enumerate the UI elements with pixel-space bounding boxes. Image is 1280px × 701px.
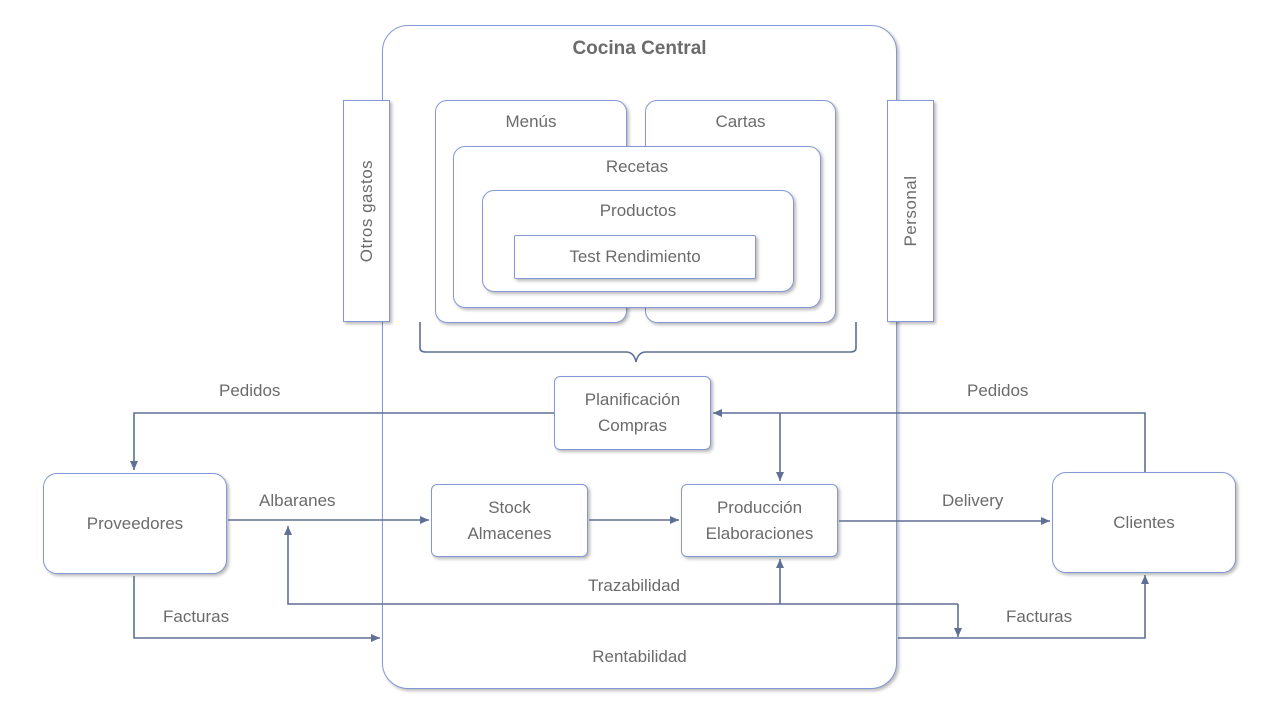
clientes-label: Clientes (1113, 512, 1175, 532)
proveedores-box: Proveedores (43, 473, 227, 574)
cocina-central-title: Cocina Central (572, 38, 707, 59)
rentabilidad-label: Rentabilidad (592, 647, 687, 666)
planificacion-compras-box: Planificación Compras (554, 376, 711, 450)
test-rendimiento-box: Test Rendimiento (514, 235, 756, 279)
trazabilidad-label: Trazabilidad (588, 576, 680, 595)
pedidos-right-label: Pedidos (967, 381, 1029, 400)
facturas-left-label: Facturas (163, 607, 230, 626)
produccion-elaboraciones-box: Producción Elaboraciones (681, 484, 838, 557)
pedidos-left-label: Pedidos (219, 381, 281, 400)
planificacion-label: Planificación (584, 390, 681, 409)
albaranes-label: Albaranes (259, 491, 336, 510)
test-rendimiento-label: Test Rendimiento (569, 247, 701, 266)
produccion-label: Producción (716, 497, 803, 517)
otros-gastos-label: Otros gastos (356, 159, 376, 263)
stock-almacenes-box: Stock Almacenes (431, 484, 588, 557)
menus-label: Menús (505, 112, 557, 131)
proveedores-label: Proveedores (86, 513, 184, 533)
productos-label: Productos (599, 201, 677, 220)
cartas-label: Cartas (715, 112, 766, 131)
clientes-box: Clientes (1052, 472, 1236, 573)
stock-label: Stock (488, 497, 531, 517)
recetas-label: Recetas (605, 157, 669, 176)
otros-gastos-box: Otros gastos (343, 100, 390, 322)
delivery-label: Delivery (942, 491, 1004, 510)
compras-label: Compras (598, 416, 667, 435)
elaboraciones-label: Elaboraciones (705, 523, 814, 543)
personal-label: Personal (900, 175, 920, 247)
facturas-right-label: Facturas (1006, 607, 1073, 626)
personal-box: Personal (887, 100, 934, 322)
almacenes-label: Almacenes (467, 523, 552, 543)
